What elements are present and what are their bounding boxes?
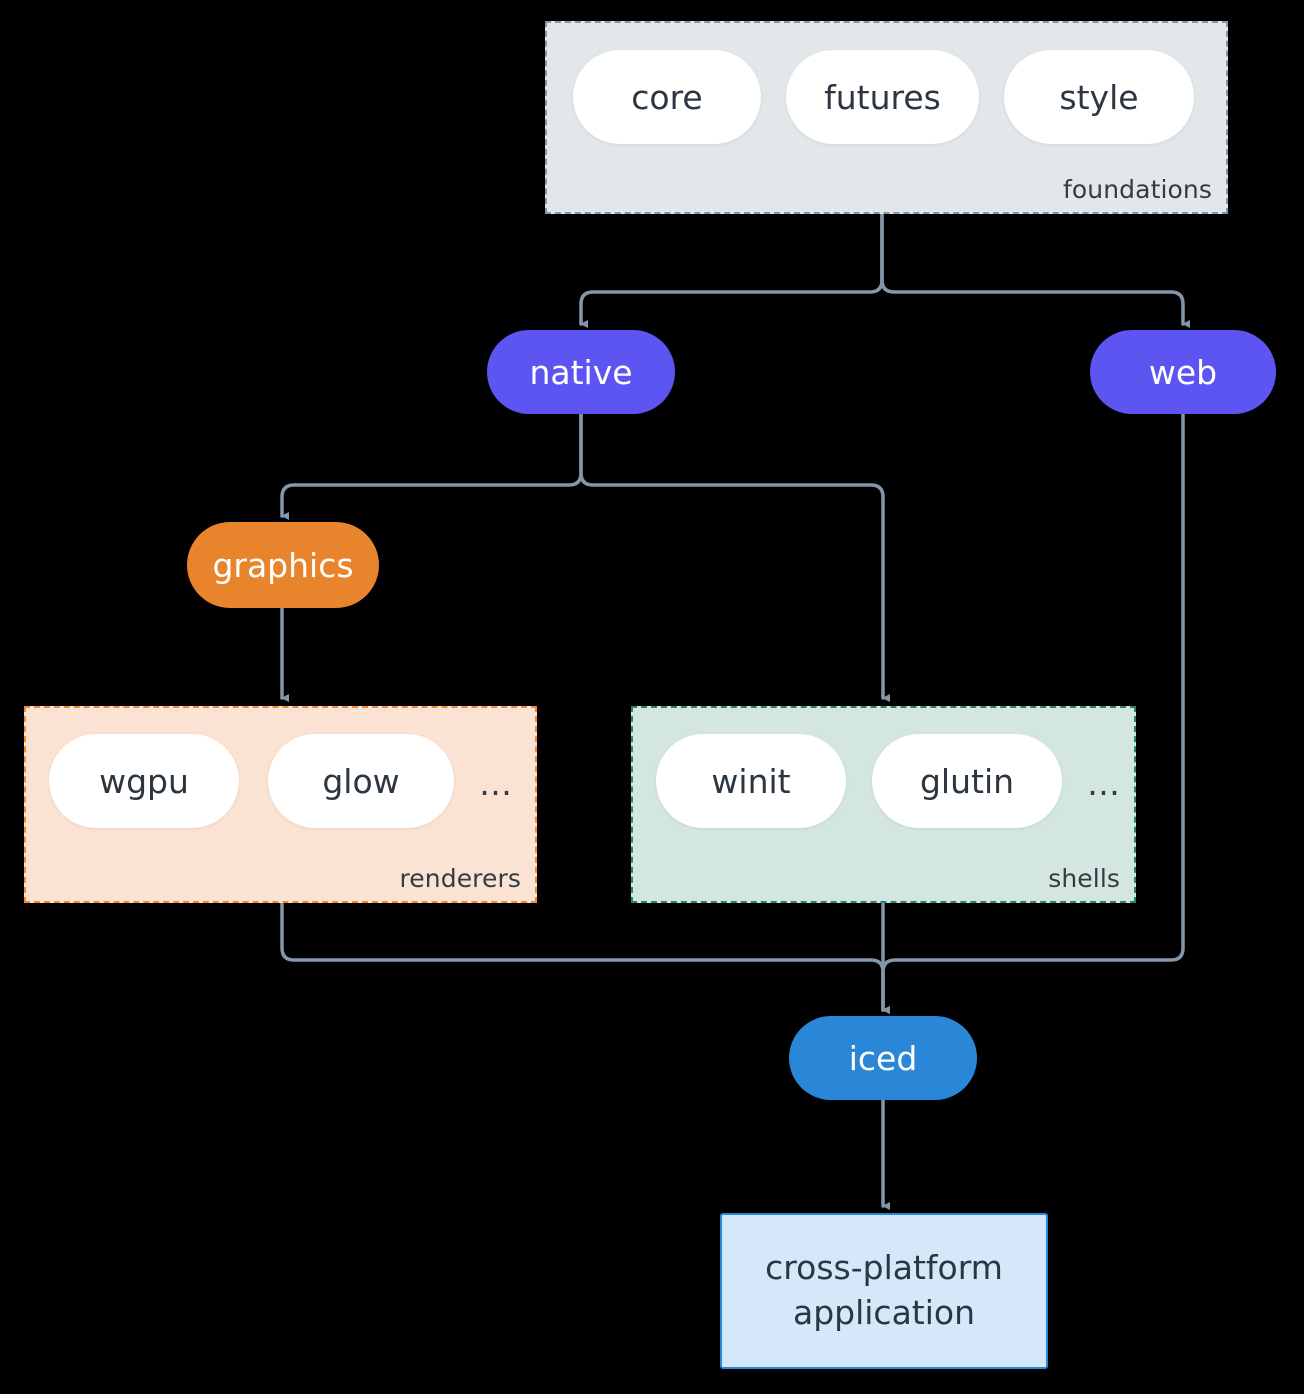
application-label-line1: cross-platform — [765, 1248, 1003, 1288]
node-glow[interactable]: glow — [268, 734, 454, 828]
node-core[interactable]: core — [573, 50, 761, 144]
cluster-renderers-label: renderers — [399, 864, 521, 893]
edge-foundations-web — [880, 212, 1190, 328]
node-glutin[interactable]: glutin — [872, 734, 1062, 828]
node-wgpu-label: wgpu — [99, 761, 189, 801]
node-winit-label: winit — [711, 761, 791, 801]
node-native[interactable]: native — [487, 330, 675, 414]
node-web[interactable]: web — [1090, 330, 1276, 414]
node-style-label: style — [1059, 77, 1139, 117]
shells-overflow-ellipsis: … — [1087, 764, 1122, 803]
node-graphics[interactable]: graphics — [187, 522, 379, 608]
renderers-overflow-ellipsis: … — [479, 764, 514, 803]
edge-foundations-native — [579, 212, 884, 328]
node-winit[interactable]: winit — [656, 734, 846, 828]
node-glow-label: glow — [322, 761, 400, 801]
node-native-label: native — [529, 352, 633, 392]
node-futures[interactable]: futures — [786, 50, 979, 144]
node-style[interactable]: style — [1004, 50, 1194, 144]
node-wgpu[interactable]: wgpu — [49, 734, 239, 828]
application-label-line2: application — [792, 1293, 976, 1332]
node-web-label: web — [1148, 352, 1218, 392]
edge-native-shells — [579, 412, 890, 702]
edge-renderers-iced — [280, 901, 890, 1014]
node-graphics-label: graphics — [212, 545, 354, 585]
node-futures-label: futures — [824, 77, 941, 117]
cluster-shells-label: shells — [1048, 864, 1120, 893]
node-iced[interactable]: iced — [789, 1016, 977, 1100]
node-iced-label: iced — [848, 1038, 918, 1078]
node-cross-platform-application[interactable]: cross-platform application — [720, 1213, 1048, 1369]
edge-native-graphics — [280, 412, 583, 520]
node-core-label: core — [631, 77, 703, 117]
cluster-foundations-label: foundations — [1063, 175, 1212, 204]
node-glutin-label: glutin — [919, 761, 1015, 801]
